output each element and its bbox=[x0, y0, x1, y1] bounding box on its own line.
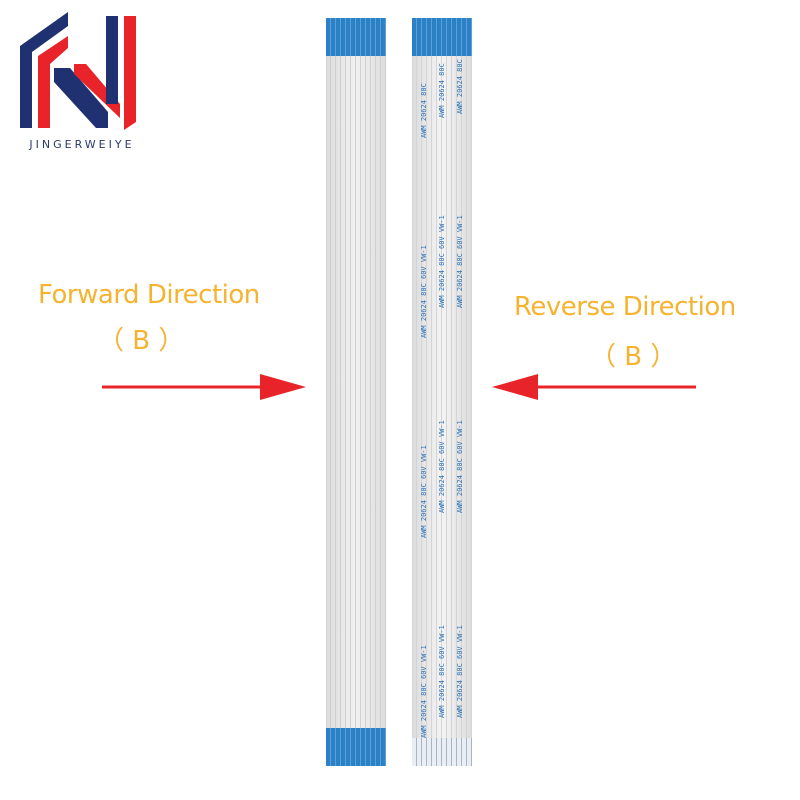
cable-marking-text: AWM 20624 80C bbox=[456, 59, 464, 114]
cable-marking-text: AWM 20624 80C 60V VW-1 bbox=[456, 420, 464, 513]
cable-marking-text: AWM 20624 80C 60V VW-1 bbox=[420, 645, 428, 738]
reverse-arrow-icon bbox=[492, 374, 696, 400]
cable-marking-text: AWM 20624 80C 60V VW-1 bbox=[420, 445, 428, 538]
cable-marking-text: AWM 20624 80C 60V VW-1 bbox=[438, 625, 446, 718]
cable-marking-text: AWM 20624 80C 60V VW-1 bbox=[456, 625, 464, 718]
flat-cable-forward-icon bbox=[326, 18, 386, 766]
brand-name: JINGERWEIYE bbox=[29, 138, 135, 151]
cable-marking-text: AWM 20624 80C bbox=[420, 83, 428, 138]
reverse-direction-sub-label: （ B ） bbox=[590, 342, 677, 372]
forward-direction-label: Forward Direction bbox=[38, 280, 260, 310]
cable-marking-text: AWM 20624 80C 60V VW-1 bbox=[456, 215, 464, 308]
brand-logo: JINGERWEIYE bbox=[10, 8, 150, 158]
cable-marking-text: AWM 20624 80C 60V VW-1 bbox=[438, 420, 446, 513]
cable-marking-text: AWM 20624 80C bbox=[438, 63, 446, 118]
reverse-direction-label: Reverse Direction bbox=[514, 292, 736, 322]
forward-direction-sub-label: （ B ） bbox=[98, 326, 185, 356]
cable-marking-text: AWM 20624 80C 60V VW-1 bbox=[420, 245, 428, 338]
jingerweiye-logo-icon bbox=[20, 12, 136, 130]
ffc-cable-forward bbox=[326, 18, 386, 766]
ffc-cable-reverse: AWM 20624 80C AWM 20624 80C AWM 20624 80… bbox=[412, 18, 472, 766]
cable-marking-group: AWM 20624 80C AWM 20624 80C AWM 20624 80… bbox=[420, 59, 464, 738]
cable-marking-text: AWM 20624 80C 60V VW-1 bbox=[438, 215, 446, 308]
forward-arrow-icon bbox=[102, 374, 306, 400]
flat-cable-reverse-icon: AWM 20624 80C AWM 20624 80C AWM 20624 80… bbox=[412, 18, 472, 766]
